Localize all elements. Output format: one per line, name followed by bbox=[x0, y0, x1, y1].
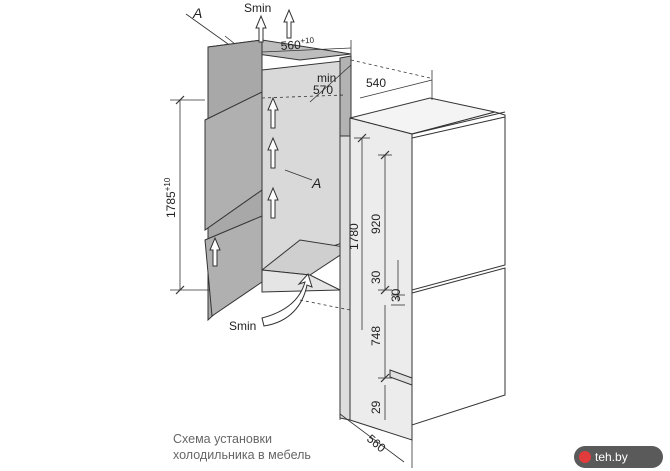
airflow-arrows bbox=[209, 8, 295, 267]
caption-line-1: Схема установки bbox=[173, 432, 272, 446]
upper-door-panel bbox=[204, 91, 263, 231]
lower-door-label: 748 bbox=[369, 326, 383, 346]
fridge-top-edge bbox=[411, 116, 506, 139]
gap-30a-label: 30 bbox=[369, 270, 383, 284]
fridge-plinth bbox=[389, 369, 413, 386]
dimension-labels: A Smin 560+10 min 570 540 1785+10 A 1780… bbox=[163, 1, 403, 455]
smin-top-label: Smin bbox=[244, 1, 271, 15]
caption-line-2: холодильника в мебель bbox=[173, 448, 311, 462]
section-a-side-label: A bbox=[311, 175, 321, 191]
watermark-badge: teh.by bbox=[574, 446, 663, 468]
fridge-top-edge bbox=[411, 111, 506, 135]
niche-height-label: 1785+10 bbox=[163, 177, 178, 218]
fridge bbox=[339, 97, 506, 441]
niche-width-label: 560+10 bbox=[280, 36, 315, 53]
arrow-up-icon bbox=[267, 136, 279, 169]
niche-height-tolerance: +10 bbox=[163, 177, 172, 191]
arrow-up-icon bbox=[255, 14, 267, 43]
min-depth-label: min bbox=[317, 71, 336, 85]
fridge-side-hinge bbox=[339, 135, 351, 421]
dimension-lines bbox=[170, 13, 433, 468]
niche-width-value: 560 bbox=[280, 38, 301, 53]
base-29-label: 29 bbox=[369, 400, 383, 414]
arrow-up-icon bbox=[283, 8, 295, 39]
gap-30b-label: 30 bbox=[389, 288, 403, 302]
niche-height-value: 1785 bbox=[164, 191, 178, 218]
inlet-curved-arrow bbox=[261, 273, 313, 327]
smin-bottom-label: Smin bbox=[229, 319, 256, 333]
depth-540-label: 540 bbox=[366, 76, 386, 90]
arrow-up-icon bbox=[267, 186, 279, 219]
min-depth-value: 570 bbox=[313, 83, 333, 97]
section-a-top-label: A bbox=[192, 5, 202, 21]
upper-door-label: 920 bbox=[369, 214, 383, 234]
fridge-height-label: 1780 bbox=[347, 223, 361, 250]
fridge-upper-door bbox=[411, 111, 506, 291]
arrow-up-icon bbox=[267, 96, 279, 129]
dimension-ticks bbox=[175, 95, 390, 383]
fridge-lower-door bbox=[411, 267, 506, 426]
watermark-dot-icon bbox=[579, 451, 591, 463]
watermark-text: teh.by bbox=[595, 450, 628, 464]
arrow-up-icon bbox=[209, 236, 221, 267]
diagram-caption: Схема установки холодильника в мебель bbox=[173, 431, 311, 463]
niche-width-tolerance: +10 bbox=[300, 36, 315, 46]
